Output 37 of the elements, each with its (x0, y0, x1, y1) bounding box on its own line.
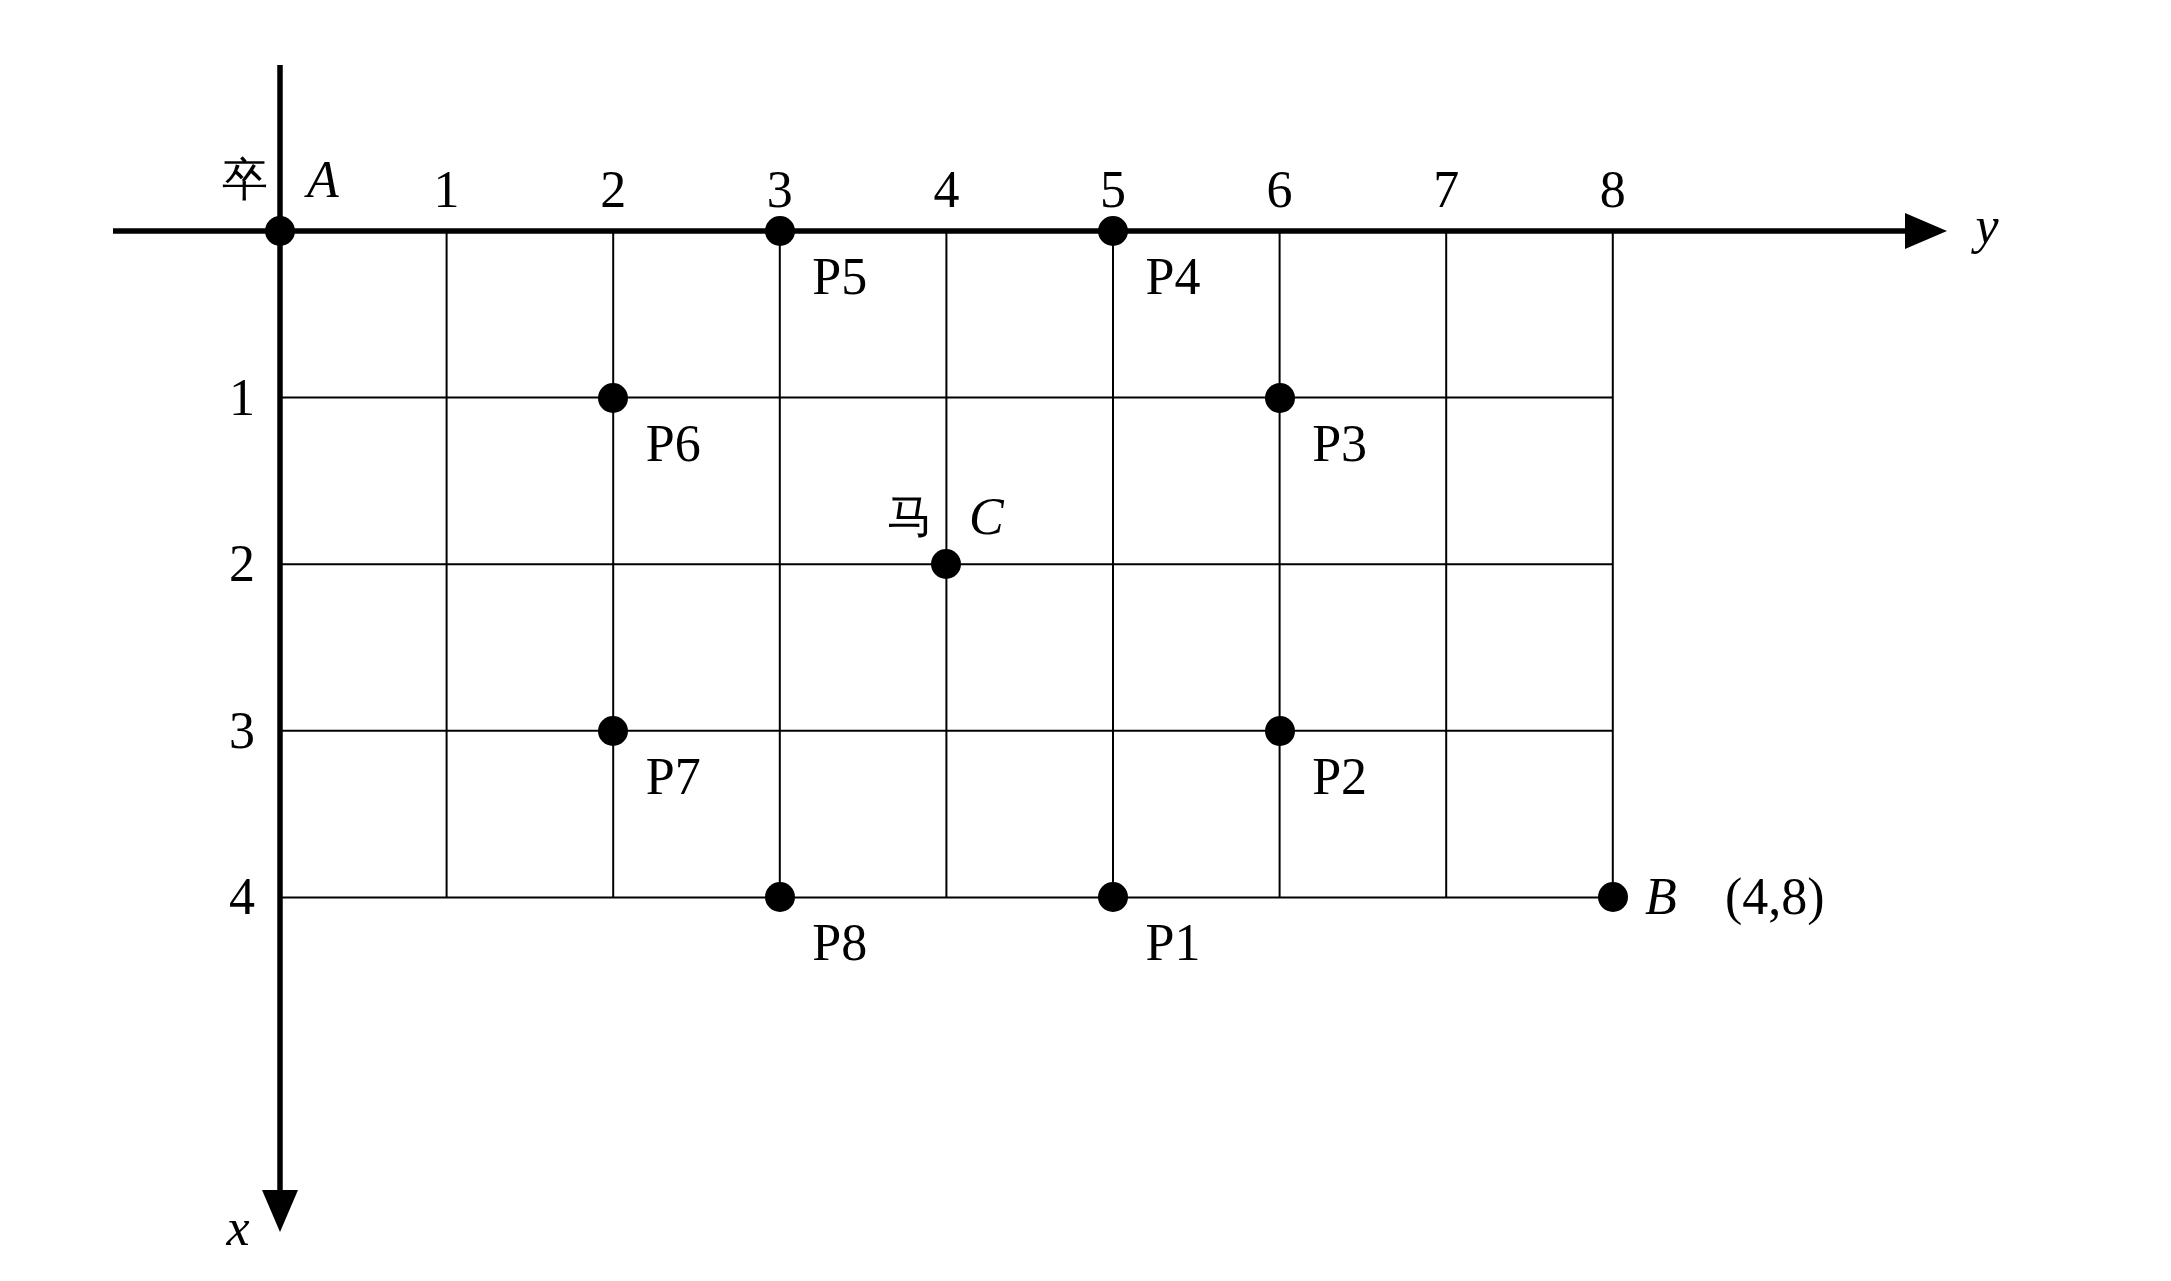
point-label: P7 (645, 750, 701, 803)
point-dot (1098, 216, 1128, 246)
point-dot (764, 216, 795, 246)
point-label: 卒 (222, 157, 268, 203)
tick-label: 4 (229, 871, 255, 924)
tick-label: 1 (229, 371, 255, 424)
point-dot (764, 882, 795, 913)
point-dot (931, 549, 962, 580)
tick-label: 3 (766, 164, 793, 216)
tick-label: 4 (933, 164, 960, 216)
point-dot (1264, 382, 1295, 413)
point-label: C (969, 491, 1004, 544)
point-label: P5 (812, 251, 868, 303)
point-label: P2 (1312, 750, 1368, 803)
point-dot (598, 715, 629, 746)
tick-label: 7 (1433, 164, 1460, 216)
point-label: 马 (887, 494, 934, 541)
point-label: P1 (1145, 917, 1201, 970)
tick-label: 2 (600, 164, 627, 216)
axis-label: x (226, 1202, 250, 1254)
point-label: P8 (812, 917, 868, 970)
tick-label: 8 (1599, 164, 1626, 216)
point-label: (4,8) (1725, 871, 1825, 924)
point-label: P4 (1145, 251, 1201, 303)
point-dot (265, 216, 295, 246)
point-dot (1264, 715, 1295, 746)
point-dot (1098, 882, 1128, 913)
tick-label: 6 (1266, 164, 1293, 216)
point-label: P3 (1312, 417, 1368, 470)
point-label: P6 (645, 417, 701, 470)
point-label: B (1644, 871, 1677, 924)
tick-label: 5 (1100, 164, 1126, 216)
tick-label: 2 (229, 538, 255, 591)
tick-label: 1 (433, 164, 460, 216)
tick-label: 3 (229, 704, 255, 757)
point-dot (598, 382, 629, 413)
point-dot (1597, 882, 1628, 913)
